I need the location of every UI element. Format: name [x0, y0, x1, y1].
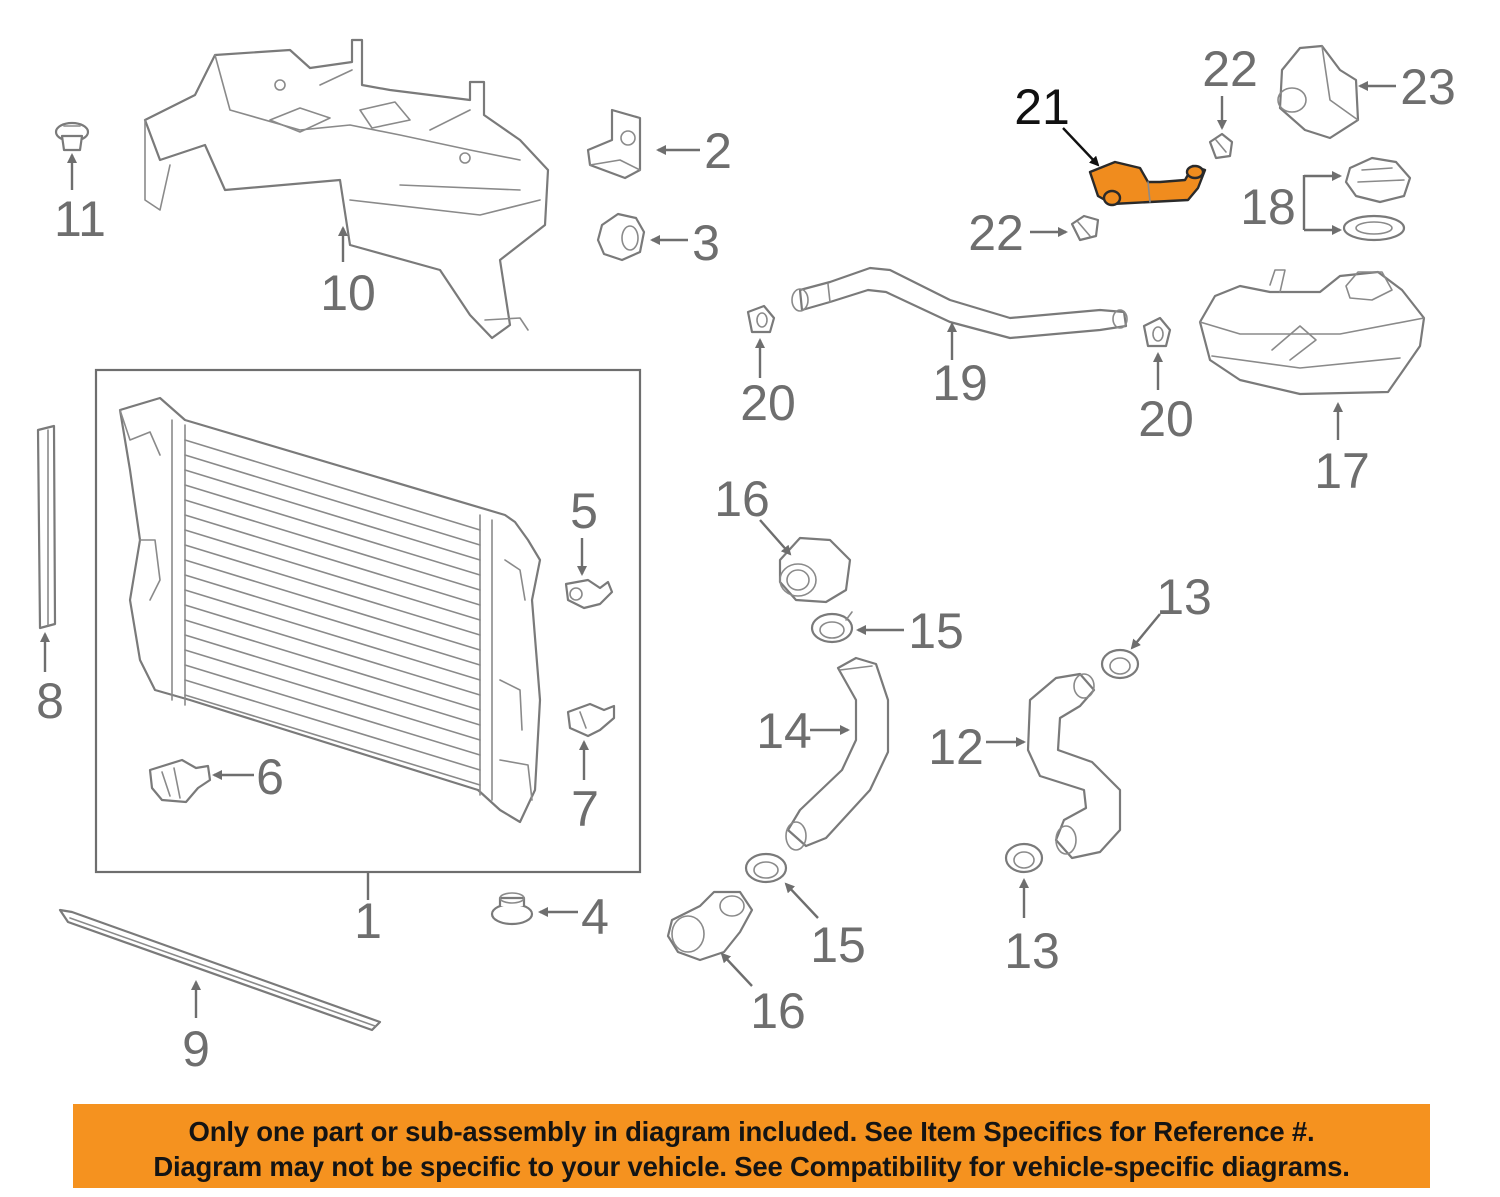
callout-8: 8: [36, 673, 64, 729]
part-9-lower-seal: [58, 908, 382, 1032]
callout-3: 3: [692, 215, 720, 271]
part-7-drain: [566, 702, 616, 738]
callout-6: 6: [256, 749, 284, 805]
part-2-bracket: [586, 108, 642, 180]
part-14-hose: [785, 656, 890, 851]
callout-17: 17: [1314, 443, 1370, 499]
part-22-clamp-upper: [1208, 132, 1234, 160]
part-5-sensor: [564, 578, 614, 610]
part-17-surge-tank: [1198, 269, 1426, 396]
callout-2: 2: [704, 123, 732, 179]
callout-21: 21: [1014, 79, 1070, 135]
callout-18: 18: [1240, 179, 1296, 235]
part-1-radiator: [118, 396, 542, 824]
part-15-clamp-lower: [744, 852, 788, 884]
callout-14: 14: [756, 703, 812, 759]
callout-10: 10: [320, 265, 376, 321]
callout-16-upper: 16: [714, 471, 770, 527]
callout-16-lower: 16: [750, 983, 806, 1039]
leader-16a: [759, 519, 792, 556]
callout-15-upper: 15: [908, 603, 964, 659]
part-20-clamp-left: [746, 304, 776, 334]
leader-13a: [1130, 613, 1161, 650]
callout-15-lower: 15: [810, 917, 866, 973]
part-19-hose: [791, 266, 1128, 340]
part-13-clamp-upper: [1100, 648, 1140, 680]
callout-13-lower: 13: [1004, 923, 1060, 979]
part-21-outlet-pipe: [1088, 160, 1207, 207]
callout-23: 23: [1400, 59, 1456, 115]
part-6-plug: [148, 758, 212, 804]
callout-20-left: 20: [740, 375, 796, 431]
leader-15b: [784, 882, 819, 919]
disclaimer-line-2: Diagram may not be specific to your vehi…: [153, 1151, 1350, 1182]
callout-22-lower: 22: [968, 205, 1024, 261]
disclaimer-banner: Only one part or sub-assembly in diagram…: [73, 1104, 1430, 1188]
part-13-clamp-lower: [1004, 842, 1044, 874]
part-11-push-pin: [54, 121, 90, 152]
part-22-clamp-lower: [1070, 214, 1100, 242]
callout-7: 7: [571, 781, 599, 837]
part-18-cap: [1344, 156, 1412, 204]
leader-21: [1062, 127, 1100, 167]
callout-11: 11: [54, 191, 106, 247]
part-15-clamp-upper: [810, 611, 854, 644]
radiator-core-fins: [184, 439, 481, 786]
callout-9: 9: [182, 1021, 210, 1077]
part-20-clamp-right: [1142, 316, 1172, 348]
callout-22-upper: 22: [1202, 41, 1258, 97]
callout-20-right: 20: [1138, 391, 1194, 447]
part-4-grommet: [490, 892, 534, 926]
part-3-insulator: [596, 212, 646, 262]
callout-19: 19: [932, 355, 988, 411]
part-12-hose: [1026, 672, 1122, 860]
disclaimer-line-1: Only one part or sub-assembly in diagram…: [188, 1116, 1315, 1147]
callout-1: 1: [354, 893, 382, 949]
part-23-connector: [1277, 44, 1360, 140]
part-16-outlet-upper: [778, 536, 852, 604]
part-8-seal-strip: [36, 424, 57, 630]
callout-12: 12: [928, 719, 984, 775]
part-18-seal: [1342, 214, 1406, 242]
callout-13-upper: 13: [1156, 569, 1212, 625]
callout-5: 5: [570, 483, 598, 539]
part-16-inlet-lower: [666, 890, 754, 962]
leader-16b: [720, 952, 753, 987]
part-10-air-baffle: [143, 38, 550, 340]
callout-4: 4: [581, 889, 609, 945]
